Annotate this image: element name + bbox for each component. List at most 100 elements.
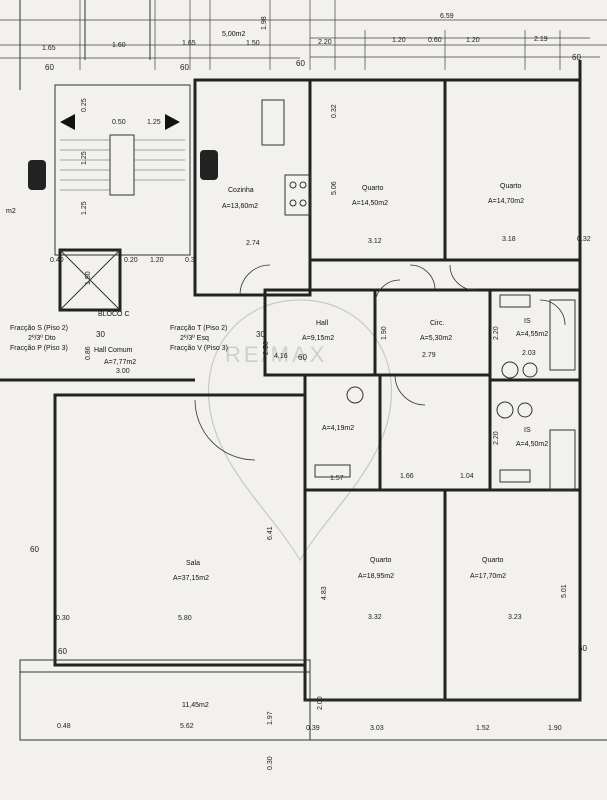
dim-label: 3.32: [368, 614, 382, 621]
dim-label: 1.90: [548, 725, 562, 732]
dim-label: 1.90: [381, 326, 388, 340]
dim-label: 2.00: [317, 696, 324, 710]
room-area-top: 5,00m2: [222, 31, 245, 38]
fraccao-left-1: Fracção S (Piso 2): [10, 325, 68, 332]
dim-label: 60: [180, 63, 189, 72]
room-area-circ: A=5,30m2: [420, 335, 452, 342]
room-name-cozinha: Cozinha: [228, 187, 254, 194]
dim-label: 60: [58, 647, 67, 656]
dim-label: 60: [298, 353, 307, 362]
room-name-circ: Circ.: [430, 320, 444, 327]
dim-label: 1.52: [476, 725, 490, 732]
dim-label: 60: [45, 63, 54, 72]
toilet-icon: [501, 361, 519, 379]
dim-label: 60: [572, 53, 581, 62]
room-name-hall: Hall: [316, 320, 329, 327]
top-dimensions: [0, 0, 607, 90]
dim-label: 0.25: [81, 98, 88, 112]
dim-label: 60: [296, 59, 305, 68]
dim-label: 3.23: [508, 614, 522, 621]
dim-label: 5.62: [180, 723, 194, 730]
dim-label: 30: [256, 330, 265, 339]
room-area-quarto-1: A=14,50m2: [352, 200, 388, 207]
dim-label: 4.83: [321, 586, 328, 600]
room-area-wc: A=4,19m2: [322, 425, 354, 432]
arrow-left-icon: [60, 114, 75, 130]
elevator: [58, 248, 122, 312]
room-area-bloco: A=7,77m2: [104, 359, 136, 366]
dim-label: 5.01: [561, 584, 568, 598]
dim-label: 2.03: [522, 350, 536, 357]
fraccao-mid-3: Fracção V (Piso 3): [170, 345, 228, 352]
dim-label: 1.65: [42, 45, 56, 52]
bathroom-fixtures: [314, 294, 576, 491]
dim-label: 3.12: [368, 238, 382, 245]
room-name-quarto-2: Quarto: [500, 183, 522, 190]
room-area-quarto-4: A=17,70m2: [470, 573, 506, 580]
dim-label: 0.32: [577, 236, 591, 243]
room-area-varanda: 11,45m2: [182, 702, 209, 709]
dim-label: 2.56: [263, 341, 270, 355]
dim-label: 6.41: [267, 526, 274, 540]
room-name-quarto-4: Quarto: [482, 557, 504, 564]
arrow-right-icon: [165, 114, 180, 130]
dim-label: 3.03: [370, 725, 384, 732]
room-labels: Cozinha A=13,60m2 Quarto A=14,50m2 Quart…: [6, 31, 548, 709]
dim-label: 1.66: [400, 473, 414, 480]
room-name-is-2: IS: [524, 427, 531, 434]
dim-label: 0.48: [57, 723, 71, 730]
dim-label: 1.25: [81, 201, 88, 215]
dim-label: 3.18: [502, 236, 516, 243]
dim-label: 0.30: [267, 756, 274, 770]
dimension-labels: 6.59 1.65 1.60 1.65 1.50 1.98 2.20 1.20 …: [30, 13, 591, 770]
dim-label: 1.04: [460, 473, 474, 480]
room-area-quarto-3: A=18,95m2: [358, 573, 394, 580]
kitchen-fixtures: [261, 99, 311, 216]
room-name-bloco: BLOCO C: [98, 311, 130, 318]
staircase: [54, 84, 191, 312]
dim-label: 0.30: [56, 615, 70, 622]
dim-label: 0.3: [185, 257, 195, 264]
room-area-is-2: A=4,50m2: [516, 441, 548, 448]
dim-label: 1.20: [392, 37, 406, 44]
dim-label: 0.86: [85, 346, 92, 360]
walls: [0, 60, 607, 741]
doors: [194, 264, 566, 461]
room-area-quarto-2: A=14,70m2: [488, 198, 524, 205]
room-area-left-edge: m2: [6, 208, 16, 215]
dim-label: 1.60: [112, 42, 126, 49]
dim-label: 1.20: [150, 257, 164, 264]
dim-label: 2.74: [246, 240, 260, 247]
dim-label: 0.20: [124, 257, 138, 264]
dim-label: 1.50: [246, 40, 260, 47]
fraccao-mid-2: 2º/3º Esq: [180, 335, 209, 342]
room-area-cozinha: A=13,60m2: [222, 203, 258, 210]
fraccao-mid-1: Fracção T (Piso 2): [170, 325, 227, 332]
dim-label: 5.06: [331, 181, 338, 195]
dim-label: 4.16: [274, 353, 288, 360]
dim-label: 1.50: [85, 271, 92, 285]
room-area-sala: A=37,15m2: [173, 575, 209, 582]
dim-label: 1.20: [466, 37, 480, 44]
room-name-sala: Sala: [186, 560, 200, 567]
dim-label: 2.79: [422, 352, 436, 359]
room-name-quarto-1: Quarto: [362, 185, 384, 192]
dim-label: 0.39: [306, 725, 320, 732]
dim-label: 1.25: [81, 151, 88, 165]
dim-label: 60: [578, 644, 587, 653]
dim-label: 2.20: [493, 326, 500, 340]
dim-label: 1.97: [267, 711, 274, 725]
toilet-icon: [496, 401, 514, 419]
dim-label: 1.65: [182, 40, 196, 47]
fraccao-left-2: 2º/3º Dto: [28, 335, 56, 342]
dim-label: 30: [96, 330, 105, 339]
dim-label: 60: [30, 545, 39, 554]
dim-label: 1.57: [330, 475, 344, 482]
toilet-icon: [346, 386, 364, 404]
watermark-text: RE/MAX: [225, 342, 327, 367]
dim-label: 6.59: [440, 13, 454, 20]
room-area-is-1: A=4,55m2: [516, 331, 548, 338]
dim-label: 0.60: [428, 37, 442, 44]
fraccao-left-3: Fracção P (Piso 3): [10, 345, 68, 352]
